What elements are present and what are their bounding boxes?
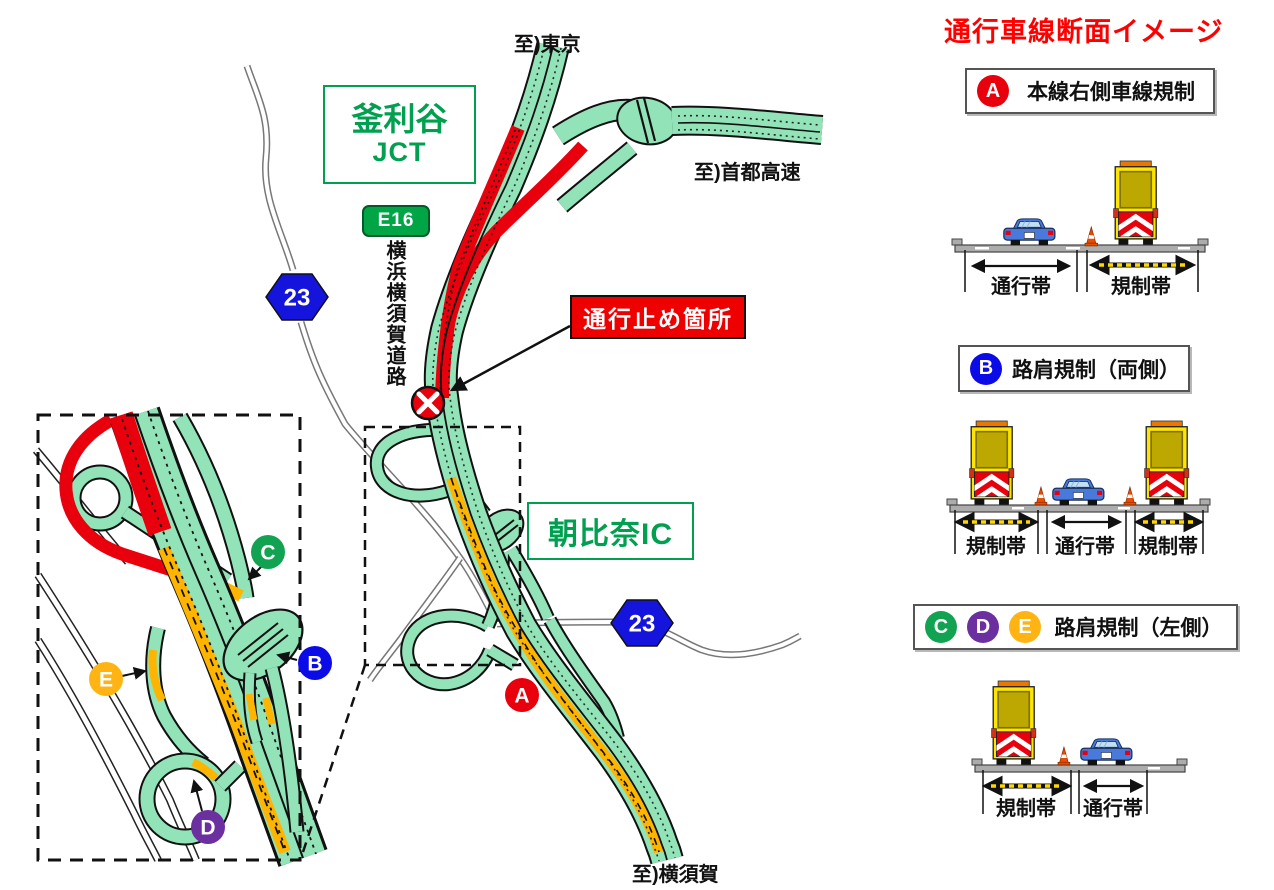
route23-road <box>243 64 802 682</box>
traffic-cone-icon <box>1057 746 1071 766</box>
marker-d-chip: D <box>967 611 999 643</box>
asahina-ic-label-box: 朝比奈IC <box>527 502 694 560</box>
section-a-illustration <box>951 135 1209 292</box>
zone-label-traffic: 通行帯 <box>991 276 1051 298</box>
marker-e-chip: E <box>1009 611 1041 643</box>
section-cde-heading: 路肩規制（左側） <box>1054 617 1223 640</box>
section-cde-header: C D E 路肩規制（左側） <box>913 604 1238 650</box>
inset-magnified-ic <box>59 406 328 867</box>
section-b-illustration <box>946 398 1211 554</box>
inset-dashed-box <box>36 413 302 862</box>
closure-label-box: 通行止め箇所 <box>570 295 746 339</box>
zone-label-traffic: 通行帯 <box>1055 536 1115 558</box>
section-cde-illustration <box>971 655 1188 814</box>
road-map: 23 23 A B C D E <box>32 42 824 867</box>
svg-text:23: 23 <box>284 285 311 312</box>
jct-name: 釜利谷 <box>351 100 448 137</box>
closure-symbol <box>410 385 446 421</box>
section-b-header: B 路肩規制（両側） <box>958 345 1190 392</box>
kamariya-jct-label-box: 釜利谷 JCT <box>323 85 476 184</box>
zoom-connector-line <box>299 664 367 859</box>
work-truck-icon-left <box>970 421 1014 505</box>
map-marker-e: E <box>89 662 123 696</box>
section-a-header: A 本線右側車線規制 <box>965 68 1215 114</box>
map-marker-c: C <box>251 535 285 569</box>
svg-text:23: 23 <box>629 611 656 638</box>
inset-regulated-stripe <box>158 545 291 855</box>
section-a-heading: 本線右側車線規制 <box>1027 81 1195 104</box>
route23-badge-2: 23 <box>610 599 674 647</box>
marker-a-chip: A <box>977 75 1009 107</box>
zone-label-regulated-left: 規制帯 <box>966 536 1026 558</box>
zone-label-regulated-right: 規制帯 <box>1138 536 1198 558</box>
inset-upper-loop <box>68 466 132 530</box>
car-icon <box>1080 738 1133 766</box>
shuto-toll-gate <box>635 97 657 144</box>
road-name-vertical: 横浜横須賀道路 <box>383 240 405 387</box>
traffic-cone-icon-right <box>1123 486 1137 506</box>
zone-label-regulated: 規制帯 <box>1111 276 1171 298</box>
source-dashed-box <box>363 425 522 667</box>
car-icon <box>1052 478 1105 506</box>
zone-boundary-lines <box>964 250 1199 292</box>
svg-text:B: B <box>307 653 322 676</box>
route23-badge-1: 23 <box>265 273 329 321</box>
work-truck-icon <box>992 681 1036 765</box>
inset-lower-loop <box>140 754 230 844</box>
marker-arrows <box>121 565 298 812</box>
inset-main-closed-red <box>109 411 172 536</box>
direction-label-shuto: 至)首都高速 <box>694 162 801 184</box>
traffic-cone-icon <box>1084 226 1099 247</box>
direction-label-tokyo: 至)東京 <box>514 34 581 56</box>
zone-label-regulated: 規制帯 <box>996 798 1056 820</box>
marker-b-chip: B <box>970 352 1002 385</box>
shuto-branch-road <box>552 96 824 146</box>
map-marker-d: D <box>191 810 225 844</box>
map-marker-a: A <box>505 678 539 712</box>
regulated-stripe-orange <box>446 476 664 854</box>
svg-text:D: D <box>200 817 215 840</box>
marker-c-chip: C <box>925 611 957 643</box>
svg-text:C: C <box>260 542 275 565</box>
closure-pointer-arrow <box>449 324 571 392</box>
ic-name: 朝比奈IC <box>548 518 673 551</box>
svg-text:A: A <box>514 685 529 708</box>
traffic-cone-icon-left <box>1034 486 1048 506</box>
car-icon <box>1003 218 1056 246</box>
zoom-link-boxes <box>36 413 522 862</box>
zone-label-traffic: 通行帯 <box>1083 798 1143 820</box>
jct-ramp <box>557 143 637 211</box>
jct-suffix: JCT <box>372 137 427 168</box>
work-truck-icon-right <box>1145 421 1189 505</box>
main-line-lane-markings <box>431 43 676 862</box>
map-marker-b: B <box>298 646 332 680</box>
inset-shoulder-streaks <box>148 649 276 782</box>
road-surface <box>949 504 1209 513</box>
svg-text:E: E <box>99 669 113 692</box>
panel-title: 通行車線断面イメージ <box>944 17 1224 47</box>
road-surface <box>974 764 1186 773</box>
work-truck-icon <box>1114 161 1158 245</box>
section-b-heading: 路肩規制（両側） <box>1012 358 1180 382</box>
inset-lane-markings <box>121 410 317 861</box>
e16-route-shield: E16 <box>362 205 430 237</box>
direction-label-yokosuka: 至)横須賀 <box>632 864 719 886</box>
